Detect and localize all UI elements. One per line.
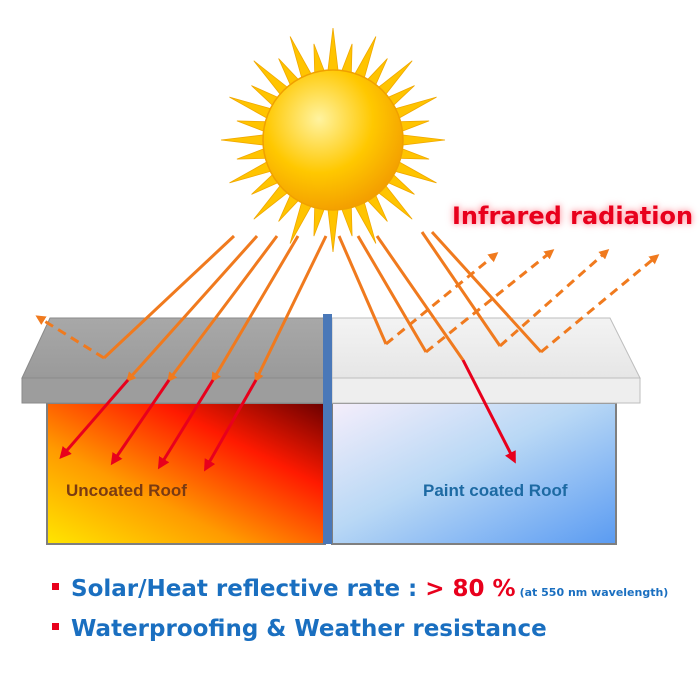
sun-ray xyxy=(327,27,339,75)
uncoated-heat-arrows xyxy=(59,379,258,472)
sun-icon xyxy=(220,27,446,253)
uncoated-rays xyxy=(102,234,328,383)
uncoated-roof-label: Uncoated Roof xyxy=(66,481,187,500)
sun-ray xyxy=(220,134,268,146)
coated-reflected-rays xyxy=(385,249,660,354)
infrared-label: Infrared radiation xyxy=(452,202,694,230)
uncoated-roof-edge xyxy=(21,377,326,404)
bullet-waterproofing-text: Waterproofing & Weather resistance xyxy=(71,616,547,642)
divider-bar xyxy=(323,314,332,544)
coated-wall xyxy=(331,402,617,545)
coated-roof-label: Paint coated Roof xyxy=(423,481,568,500)
sun-ray xyxy=(398,134,446,146)
bullet-reflective-rate: Solar/Heat reflective rate : > 80 %(at 5… xyxy=(52,576,668,602)
bullet-marker xyxy=(52,623,59,630)
reflective-rate-value: > 80 % xyxy=(425,576,516,602)
bullet-marker xyxy=(52,583,59,590)
coated-heat-arrow xyxy=(461,359,516,464)
bullet-reflective-text: Solar/Heat reflective rate : xyxy=(71,576,426,602)
sun-ray xyxy=(327,205,339,253)
uncoated-reflected-ray xyxy=(35,315,105,360)
coated-roof-edge xyxy=(331,377,641,404)
reflective-rate-note: (at 550 nm wavelength) xyxy=(519,586,669,599)
bullet-waterproofing: Waterproofing & Weather resistance xyxy=(52,616,547,642)
coated-rays xyxy=(337,230,543,361)
